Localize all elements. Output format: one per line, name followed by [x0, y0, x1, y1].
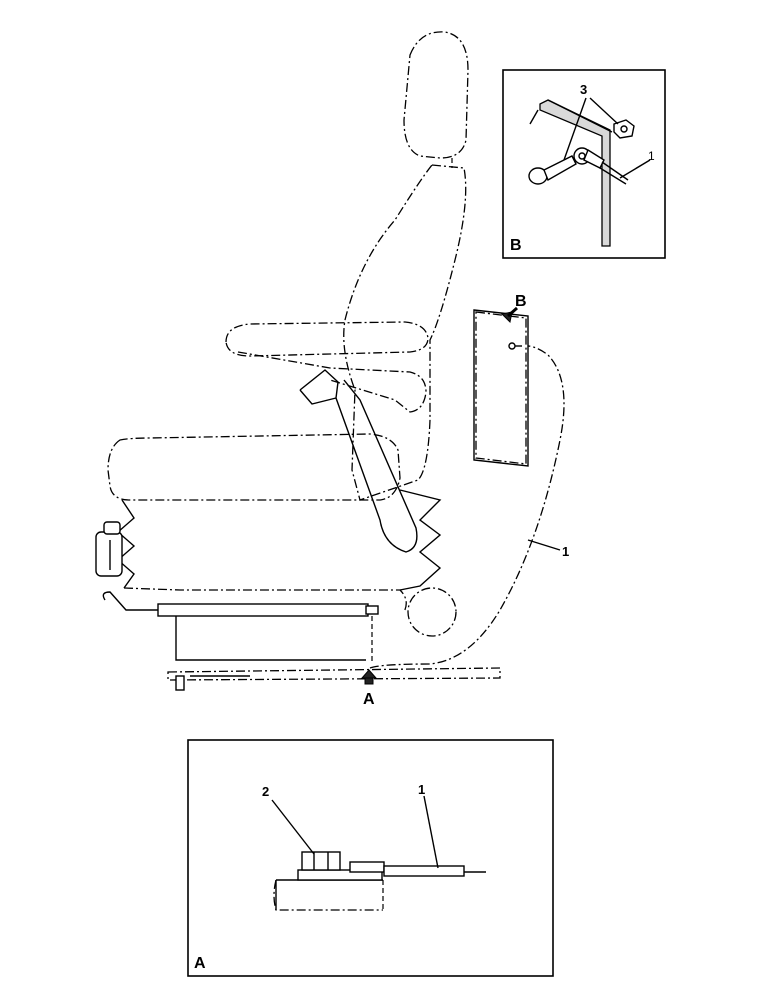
- inset-b-bolt: [528, 155, 577, 185]
- inset-a-item-1: 1: [418, 782, 425, 797]
- seat-cushion: [107, 433, 401, 501]
- detail-a-arrow: [360, 669, 378, 685]
- seat-rear-bumper: [407, 587, 457, 637]
- inset-b-title: B: [510, 237, 522, 254]
- inset-detail-b: 3 1 B: [502, 69, 666, 259]
- seat-armrest-support: [299, 369, 418, 553]
- seat-bellows-right: [399, 489, 442, 591]
- detail-b-marker: B: [515, 293, 527, 310]
- floor-plate: [167, 667, 501, 681]
- seat-assembly: [95, 31, 501, 691]
- seat-headrest: [403, 31, 469, 159]
- inset-b-item-3: 3: [580, 82, 587, 97]
- ground-cable: [369, 345, 565, 669]
- detail-a-marker: A: [363, 691, 375, 708]
- seat-slide-rail: [157, 603, 369, 617]
- seat-slide-lever: [102, 591, 158, 611]
- inset-detail-a: 2 1 A: [187, 739, 554, 977]
- seat-bellows-left: [116, 499, 136, 589]
- seat-adjust-knob: [95, 521, 123, 577]
- inset-a-title: A: [194, 955, 206, 972]
- inset-a-item-2: 2: [262, 784, 269, 799]
- inset-a-frame: [187, 739, 554, 977]
- inset-b-terminal: [573, 147, 629, 185]
- inset-b-nut: [613, 119, 635, 139]
- detail-b-arrow: [500, 306, 518, 324]
- cable-callout-label: 1: [562, 544, 569, 559]
- side-panel: [473, 309, 529, 467]
- inset-a-nut: [301, 851, 341, 871]
- seat-backrest: [343, 164, 467, 501]
- inset-b-item-1: 1: [648, 149, 655, 163]
- seat-armrest: [225, 321, 429, 357]
- inset-a-cable: [383, 865, 486, 877]
